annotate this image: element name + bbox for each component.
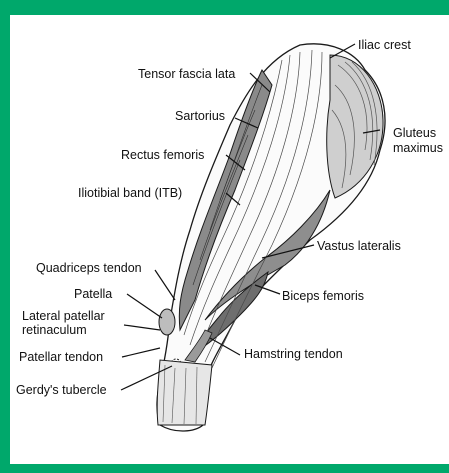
label-gerdys-tubercle: Gerdy's tubercle [16,383,107,397]
leader-quadriceps-tendon [155,270,175,300]
label-vastus-lateralis: Vastus lateralis [317,239,401,253]
gluteus-maximus [327,55,383,198]
label-iliotibial-band: Iliotibial band (ITB) [78,186,182,200]
label-iliac-crest: Iliac crest [358,38,411,52]
label-patellar-tendon: Patellar tendon [19,350,103,364]
leader-patella [127,294,162,318]
label-maximus: maximus [393,141,443,155]
label-sartorius: Sartorius [175,109,225,123]
label-tensor-fascia-lata: Tensor fascia lata [138,67,235,81]
label-gluteus: Gluteus [393,126,436,140]
label-patella: Patella [74,287,112,301]
label-quadriceps-tendon: Quadriceps tendon [36,261,142,275]
leader-patellar-tendon [122,348,160,357]
label-lateral-patellar: Lateral patellar [22,309,105,323]
label-hamstring-tendon: Hamstring tendon [244,347,343,361]
leader-lateral-patellar [124,325,160,330]
leg-illustration [157,44,385,431]
patella-shape [159,309,175,335]
label-retinaculum: retinaculum [22,323,87,337]
label-biceps-femoris: Biceps femoris [282,289,364,303]
label-rectus-femoris: Rectus femoris [121,148,204,162]
